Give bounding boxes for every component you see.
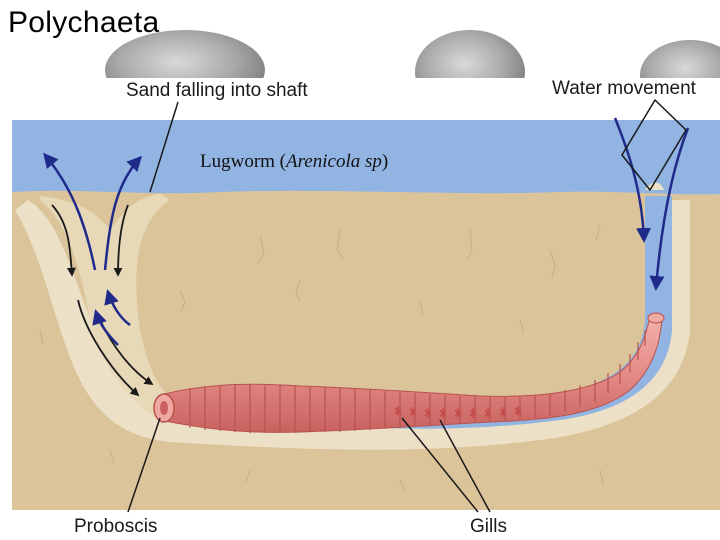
burrow-flow-arrows [92, 289, 131, 346]
slide-title: Polychaeta [8, 6, 160, 39]
water-entry-mound [645, 182, 664, 190]
water-flow-arrows-left [43, 152, 143, 271]
caption-prefix: Lugworm ( [200, 151, 287, 172]
worm-gills [394, 406, 522, 418]
shaft-lining [40, 194, 178, 420]
stone-left [105, 30, 265, 90]
stone-right [640, 40, 720, 90]
figure-caption: Lugworm (Arenicola sp) [200, 151, 388, 173]
label-water-movement: Water movement [552, 78, 696, 99]
worm-segments [189, 330, 646, 433]
caption-species: Arenicola sp [286, 151, 382, 172]
worm-tail-tip [647, 312, 665, 324]
stone-middle [415, 30, 525, 90]
water-flow-arrows-right [613, 117, 690, 291]
background-stones [105, 30, 720, 90]
label-proboscis: Proboscis [74, 516, 158, 537]
label-gills: Gills [470, 516, 507, 537]
proboscis-mouth [160, 401, 168, 415]
callout-leader-lines [127, 99, 687, 513]
lugworm-burrow-diagram [12, 78, 720, 540]
caption-suffix: ) [381, 151, 389, 172]
label-sand-falling: Sand falling into shaft [126, 80, 308, 101]
